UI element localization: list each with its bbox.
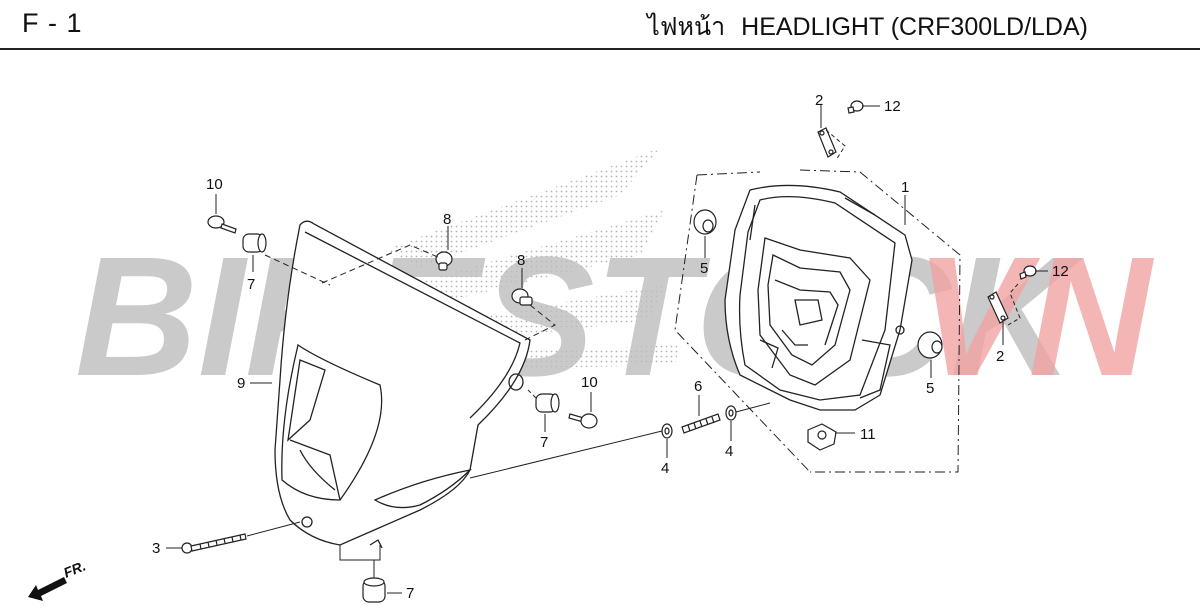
front-direction-label: FR. <box>61 557 88 580</box>
screw-10-lower <box>568 413 598 429</box>
grommet-5-right <box>917 331 943 359</box>
page-title: ไฟหน้า HEADLIGHT (CRF300LD/LDA) <box>647 7 1088 47</box>
callout-7-upper: 7 <box>247 276 255 293</box>
grommet-7-middle <box>535 393 560 413</box>
grommet-5-left <box>693 209 717 235</box>
page-code: F - 1 <box>22 8 83 38</box>
callout-5-right: 5 <box>926 380 934 397</box>
callout-8-upper: 8 <box>443 211 451 228</box>
callout-4-left: 4 <box>661 460 669 477</box>
bolt-3 <box>181 533 247 554</box>
headlight-visor <box>274 220 531 549</box>
bolt-8-upper <box>435 251 453 271</box>
callout-7-lower: 7 <box>406 585 414 602</box>
bracket-2-lower <box>987 291 1009 324</box>
callout-8-lower: 8 <box>517 252 525 269</box>
page-header: F - 1 ไฟหน้า HEADLIGHT (CRF300LD/LDA) <box>0 0 1200 50</box>
page-title-english: HEADLIGHT (CRF300LD/LDA) <box>741 13 1088 41</box>
bolt-8-lower <box>511 288 533 306</box>
callout-12-lower: 12 <box>1052 263 1069 280</box>
watermark-text-red: VN <box>915 222 1154 412</box>
parts-diagram: BIKESTOCK VN <box>0 50 1200 614</box>
wing-logo-watermark <box>385 148 680 370</box>
callout-6: 6 <box>694 378 702 395</box>
spring-6 <box>681 413 721 434</box>
callout-labels: 1 2 2 3 4 4 5 5 6 7 7 7 8 8 9 10 10 11 1… <box>152 92 1069 602</box>
leader-lines <box>166 105 1048 594</box>
callout-11: 11 <box>860 426 876 443</box>
headlight-unit <box>724 184 913 411</box>
socket-11 <box>807 423 837 451</box>
washer-4-left <box>661 423 673 439</box>
grommet-7-lower <box>362 577 386 603</box>
screw-10-upper <box>207 215 237 234</box>
callout-1: 1 <box>901 179 909 196</box>
screw-12-lower <box>1019 265 1037 280</box>
page-title-thai: ไฟหน้า <box>647 13 726 41</box>
callout-10-lower: 10 <box>581 374 598 391</box>
callout-10-upper: 10 <box>206 176 223 193</box>
callout-9: 9 <box>237 375 245 392</box>
callout-7-middle: 7 <box>540 434 548 451</box>
callout-3: 3 <box>152 540 160 557</box>
callout-5-left: 5 <box>700 260 708 277</box>
front-direction-arrow: FR. <box>28 557 88 601</box>
callout-2-lower: 2 <box>996 348 1004 365</box>
grommet-7-upper <box>242 233 267 253</box>
bracket-2-upper <box>817 127 837 158</box>
watermark: BIKESTOCK VN <box>75 222 1154 412</box>
screw-12-upper <box>847 100 864 114</box>
callout-4-right: 4 <box>725 443 733 460</box>
callout-12-upper: 12 <box>884 98 901 115</box>
callout-2-upper: 2 <box>815 92 823 109</box>
watermark-text-gray: BIKESTOCK <box>75 222 1084 412</box>
washer-4-right <box>725 405 737 421</box>
